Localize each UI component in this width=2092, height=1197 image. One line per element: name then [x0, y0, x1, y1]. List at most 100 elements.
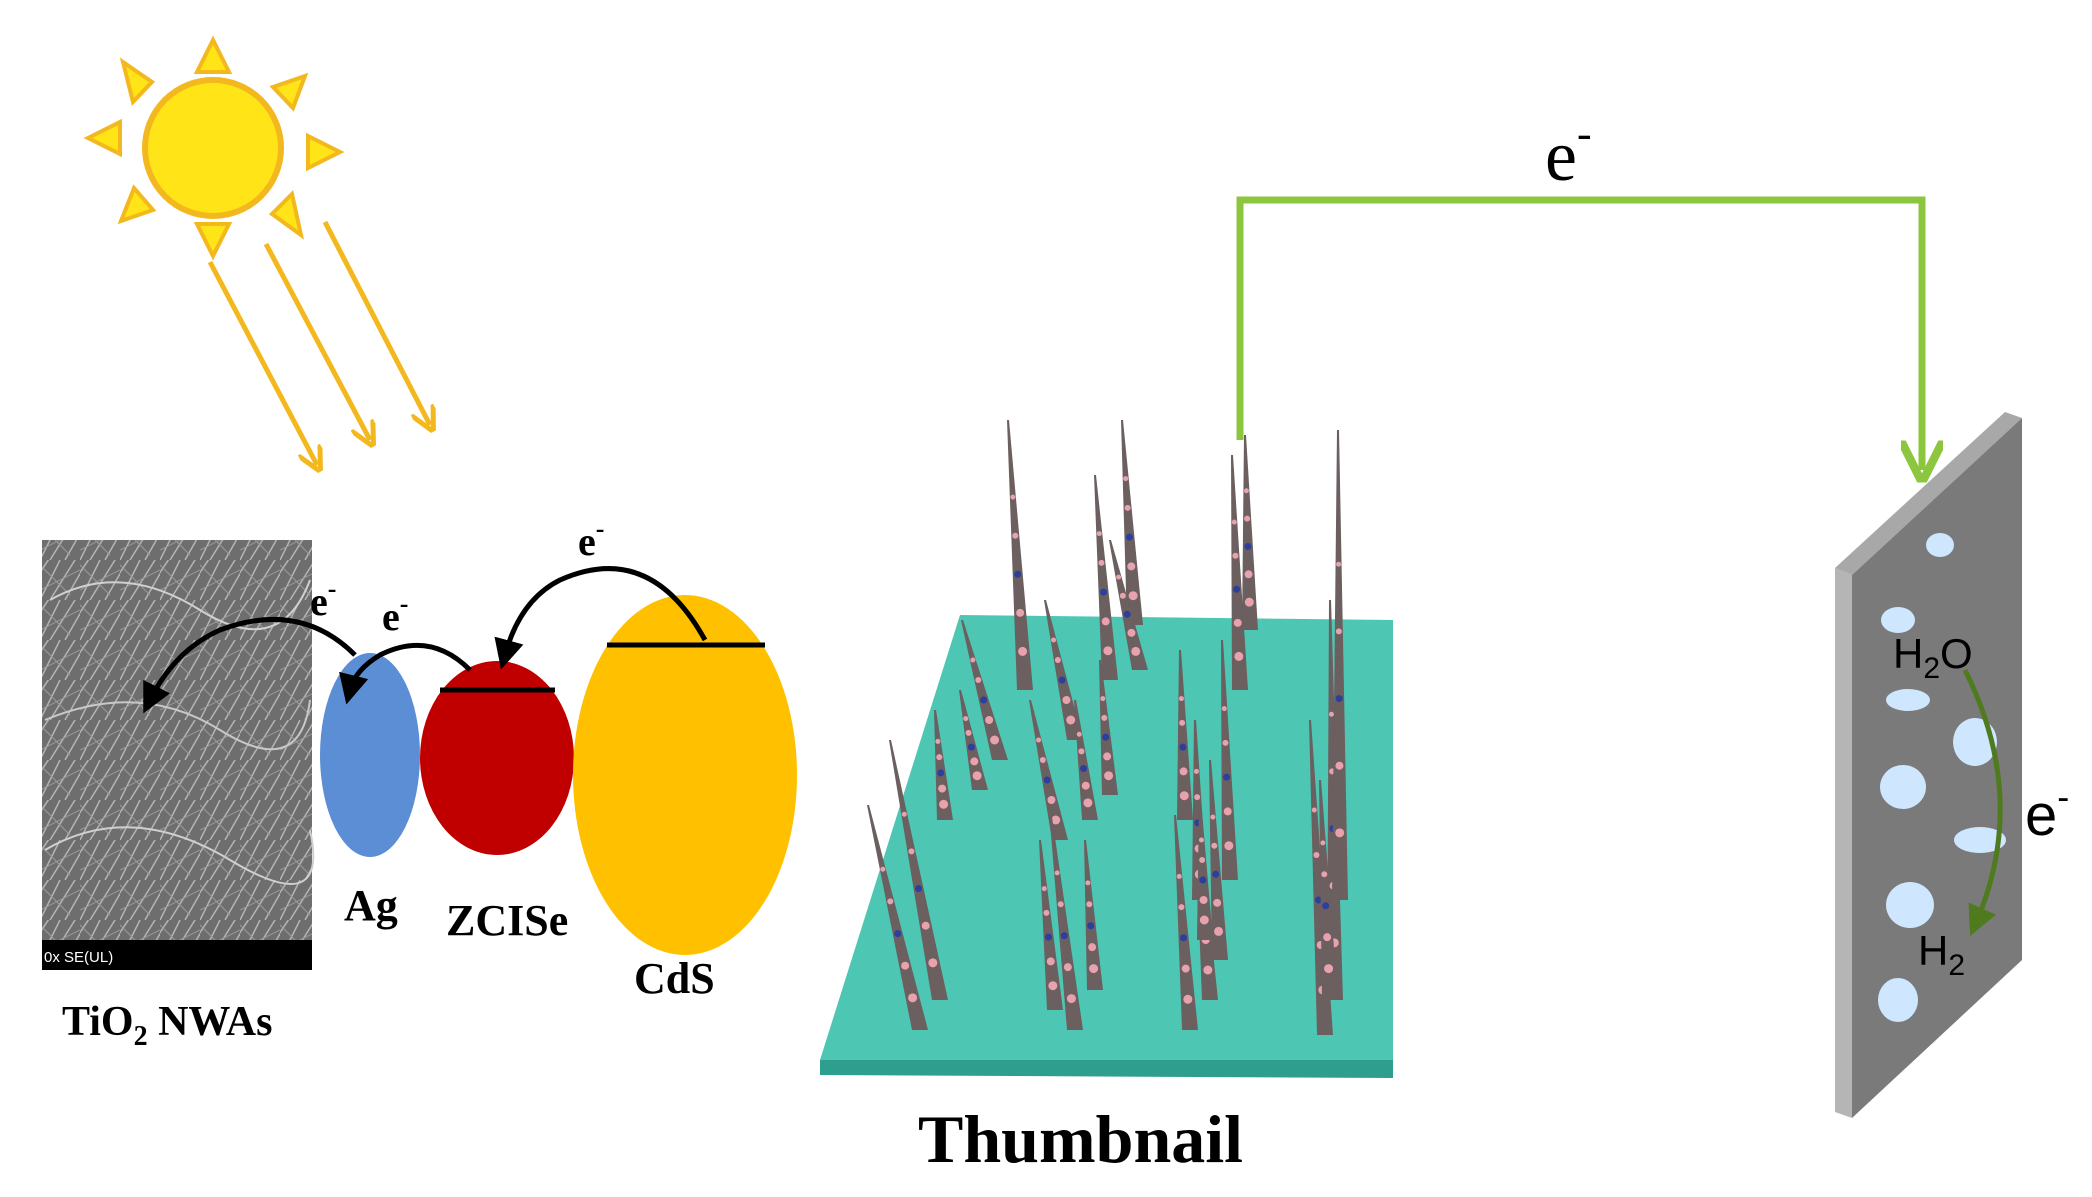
bubble [1881, 607, 1915, 633]
cds-label: CdS [634, 954, 715, 1003]
nanowire-particle [1223, 807, 1232, 816]
h2-label: H2 [1918, 927, 1965, 982]
nanowire-particle [901, 811, 907, 817]
nanowire-particle [1179, 791, 1189, 801]
nanowire-particle [1336, 561, 1342, 567]
nanowire-particle [990, 735, 1000, 745]
nanowire-particle [1045, 933, 1053, 941]
nanowire-particle [1081, 781, 1090, 790]
thumbnail-label: Thumbnail [918, 1101, 1243, 1177]
nanowire-particle [970, 657, 976, 663]
nanowire [934, 710, 953, 820]
nanowire [1177, 650, 1193, 820]
electron-arrow-zcise-ag [339, 642, 472, 705]
nanowire [1319, 780, 1338, 1000]
zcise-particle [420, 661, 574, 855]
nanowire-particle [1119, 592, 1126, 599]
nanowire-particle [1328, 711, 1334, 717]
bubble [1926, 533, 1954, 557]
nanowire-particle [1224, 841, 1234, 851]
nanowire [1084, 840, 1103, 990]
ag-particle [320, 653, 420, 857]
nanowire-particle [1323, 933, 1332, 942]
nanowire [1121, 420, 1143, 625]
nanowire-particle [965, 729, 972, 736]
cds-particle [573, 595, 797, 955]
nanowire-particle [1244, 597, 1254, 607]
nanowire-particle [1212, 870, 1220, 878]
nanowire-particle [1101, 617, 1110, 626]
bubble [1953, 718, 1997, 766]
nanowire-particle [1321, 871, 1328, 878]
nanowire [1332, 430, 1348, 900]
nanowire-particle [1320, 840, 1326, 846]
nanowire [1109, 540, 1148, 670]
nanowire-particle [1100, 588, 1108, 596]
nanowire-particle [1041, 886, 1047, 892]
nanowire-particle [921, 921, 930, 930]
bubble [1878, 978, 1918, 1022]
nanowire-particle [1016, 608, 1025, 617]
nanowire-particle [1103, 752, 1112, 761]
nanowire-particle [972, 771, 982, 781]
nanowire-particle [1063, 963, 1072, 972]
nanowire [889, 740, 948, 1000]
nanowire-particle [1089, 964, 1099, 974]
nanowire-particle [1313, 852, 1320, 858]
water-reduction-arrow [1962, 668, 2003, 936]
nanowire-particle [1221, 706, 1227, 712]
nanowire-particle [1123, 476, 1129, 482]
bubble [1886, 689, 1930, 711]
nanowire-particle [1051, 815, 1061, 825]
electron-arrow-cds-zcise [494, 566, 708, 670]
nanowire-particle [1125, 533, 1133, 541]
nanowire-particle [1098, 559, 1105, 566]
substrate [820, 615, 1393, 1060]
nanowire-particle [1214, 926, 1224, 936]
nanowire-particle [1176, 873, 1182, 879]
nanowire-particle [963, 716, 969, 722]
nanowire-particle [1244, 515, 1251, 522]
tio2-label: TiO2 NWAs [62, 999, 272, 1052]
sem-image: 0x SE(UL) [42, 540, 315, 970]
nanowire-particle [1076, 731, 1082, 737]
nanowire-particle [980, 696, 988, 704]
nanowire-particle [1102, 733, 1110, 741]
nanowire-particle [894, 930, 902, 938]
nanowire-particle [1128, 591, 1138, 601]
nanowire-particle [915, 885, 923, 893]
nanowire-particle [1087, 922, 1095, 930]
nanowire-particle [1086, 901, 1093, 908]
nanowire [959, 690, 988, 790]
nanowire-particle [1244, 542, 1252, 550]
nanowire [961, 620, 1008, 760]
nanowire [1221, 640, 1238, 880]
bubble [1886, 882, 1934, 928]
nanowire-particle [1211, 842, 1218, 849]
nanowire-particle [908, 993, 918, 1003]
nanowire-particle [1058, 676, 1066, 684]
nanowire-particle [938, 784, 947, 793]
nanowire-particle [1123, 610, 1131, 618]
nanowires [867, 420, 1348, 1035]
nanowire-particle [1096, 531, 1102, 537]
nanowire-particle [1244, 570, 1253, 579]
nanowire-array [820, 420, 1393, 1078]
nanowire-particle [1243, 488, 1249, 494]
nanowire-particle [1083, 798, 1093, 808]
nanowire-particle [1223, 773, 1231, 781]
nanowire-particle [1311, 807, 1317, 813]
sem-scale-label: 0x SE(UL) [44, 949, 113, 966]
nanowire [1074, 700, 1098, 820]
nanowire-particle [887, 898, 894, 905]
nanowire-particle [1222, 739, 1229, 746]
electron-label-3: e- [578, 514, 604, 564]
nanowire-particle [1193, 768, 1199, 774]
nanowire-particle [1054, 870, 1060, 876]
nanowire-particle [1127, 562, 1136, 571]
nanowire-particle [908, 848, 915, 855]
nanowire-particle [970, 757, 979, 766]
nanowire-particle [1233, 585, 1241, 593]
nanowire-particle [1010, 494, 1016, 500]
nanowire-particle [1335, 828, 1345, 838]
